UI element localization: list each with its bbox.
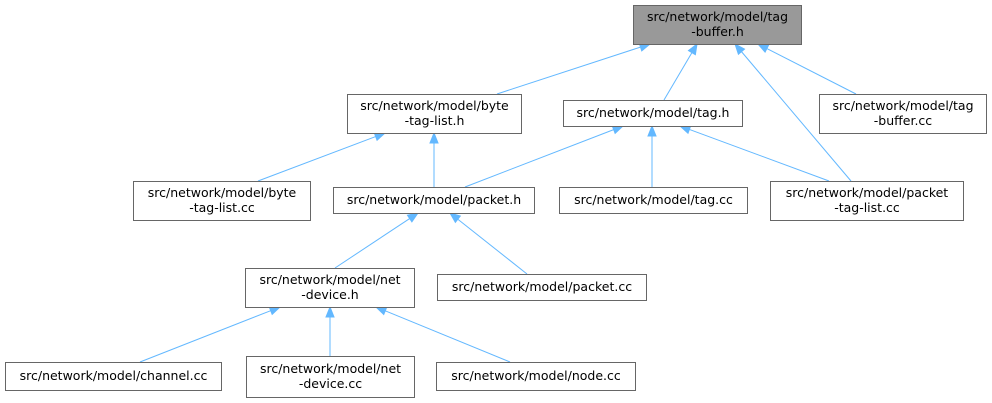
node-label-line: src/network/model/packet.cc	[452, 279, 632, 294]
edge-packet-h-to-tag-h	[464, 125, 625, 188]
edge-line	[496, 46, 641, 95]
node-box	[563, 100, 743, 127]
edge-tag-buffer-cc-to-tag-buffer-h	[756, 43, 857, 95]
edge-net-device-h-to-packet-h	[334, 212, 420, 269]
edge-line	[257, 136, 376, 182]
node-label-line: -buffer.h	[691, 24, 744, 39]
node-label-line: src/network/model/net	[259, 272, 400, 287]
node-tag-buffer-cc[interactable]: src/network/model/tag-buffer.cc	[819, 94, 987, 134]
node-box	[347, 94, 522, 134]
arrowhead	[406, 212, 420, 223]
edge-line	[766, 48, 857, 95]
node-label-line: -tag-list.h	[405, 113, 465, 128]
edge-channel-cc-to-net-device-h	[139, 306, 282, 363]
node-box	[333, 187, 535, 214]
edge-line	[663, 52, 693, 101]
node-label-line: -tag-list.cc	[189, 200, 255, 215]
edge-line	[385, 310, 511, 363]
node-box	[133, 181, 311, 221]
node-box	[436, 362, 636, 391]
node-box	[437, 274, 647, 301]
edge-tag-cc-to-tag-h	[647, 124, 657, 187]
node-packet-cc[interactable]: src/network/model/packet.cc	[437, 274, 647, 301]
node-label-line: src/network/model/tag.cc	[574, 192, 733, 207]
edges-layer	[139, 42, 857, 363]
node-box	[245, 268, 415, 308]
node-label-line: -tag-list.cc	[834, 200, 900, 215]
node-box	[5, 362, 222, 391]
arrowhead	[647, 124, 657, 137]
node-byte-tag-list-cc[interactable]: src/network/model/byte-tag-list.cc	[133, 181, 311, 221]
arrowhead	[687, 42, 698, 56]
node-label-line: src/network/model/tag	[832, 98, 973, 113]
node-label-line: src/network/model/byte	[148, 185, 297, 200]
edge-line	[334, 218, 410, 269]
arrowhead	[268, 306, 282, 316]
node-label-line: src/network/model/byte	[360, 98, 509, 113]
node-tag-h[interactable]: src/network/model/tag.h	[563, 100, 743, 127]
arrowhead	[325, 305, 335, 318]
node-label-line: src/network/model/tag.h	[577, 105, 730, 120]
arrowhead	[374, 306, 388, 316]
edge-packet-cc-to-packet-h	[448, 212, 528, 275]
arrowhead	[756, 43, 770, 53]
node-tag-cc[interactable]: src/network/model/tag.cc	[559, 187, 748, 214]
node-packet-tag-list-cc[interactable]: src/network/model/packet-tag-list.cc	[770, 181, 964, 221]
node-label-line: -device.cc	[299, 376, 362, 391]
edge-packet-tag-list-cc-to-tag-h	[678, 125, 830, 182]
arrowhead	[734, 42, 746, 56]
node-net-device-cc[interactable]: src/network/model/net-device.cc	[246, 356, 415, 398]
node-packet-h[interactable]: src/network/model/packet.h	[333, 187, 535, 214]
node-byte-tag-list-h[interactable]: src/network/model/byte-tag-list.h	[347, 94, 522, 134]
node-box	[633, 5, 802, 45]
node-label-line: src/network/model/node.cc	[451, 368, 621, 383]
edge-line	[464, 129, 614, 188]
node-tag-buffer-h[interactable]: src/network/model/tag-buffer.h	[633, 5, 802, 45]
node-box	[559, 187, 748, 214]
edge-packet-tag-list-cc-to-tag-buffer-h	[734, 42, 852, 182]
node-box	[770, 181, 964, 221]
edge-net-device-cc-to-net-device-h	[325, 305, 335, 356]
edge-line	[741, 51, 852, 182]
edge-byte-tag-list-cc-to-byte-tag-list-h	[257, 132, 387, 182]
edge-line	[139, 310, 271, 363]
node-label-line: src/network/model/tag	[647, 9, 788, 24]
edge-tag-h-to-tag-buffer-h	[663, 42, 698, 101]
arrowhead	[448, 212, 462, 224]
node-label-line: -device.h	[301, 287, 358, 302]
edge-line	[457, 218, 528, 275]
edge-byte-tag-list-h-to-tag-buffer-h	[496, 42, 652, 95]
node-box	[246, 356, 415, 398]
arrowhead	[429, 131, 439, 144]
edge-node-cc-to-net-device-h	[374, 306, 511, 363]
edge-line	[689, 128, 830, 182]
node-channel-cc[interactable]: src/network/model/channel.cc	[5, 362, 222, 391]
node-label-line: src/network/model/packet	[786, 185, 949, 200]
edge-packet-h-to-byte-tag-list-h	[429, 131, 439, 187]
node-label-line: src/network/model/channel.cc	[20, 368, 208, 383]
node-net-device-h[interactable]: src/network/model/net-device.h	[245, 268, 415, 308]
node-label-line: src/network/model/packet.h	[347, 192, 521, 207]
nodes-layer: src/network/model/tag-buffer.hsrc/networ…	[5, 5, 987, 398]
node-box	[819, 94, 987, 134]
node-label-line: src/network/model/net	[260, 361, 401, 376]
node-label-line: -buffer.cc	[874, 113, 933, 128]
node-node-cc[interactable]: src/network/model/node.cc	[436, 362, 636, 391]
